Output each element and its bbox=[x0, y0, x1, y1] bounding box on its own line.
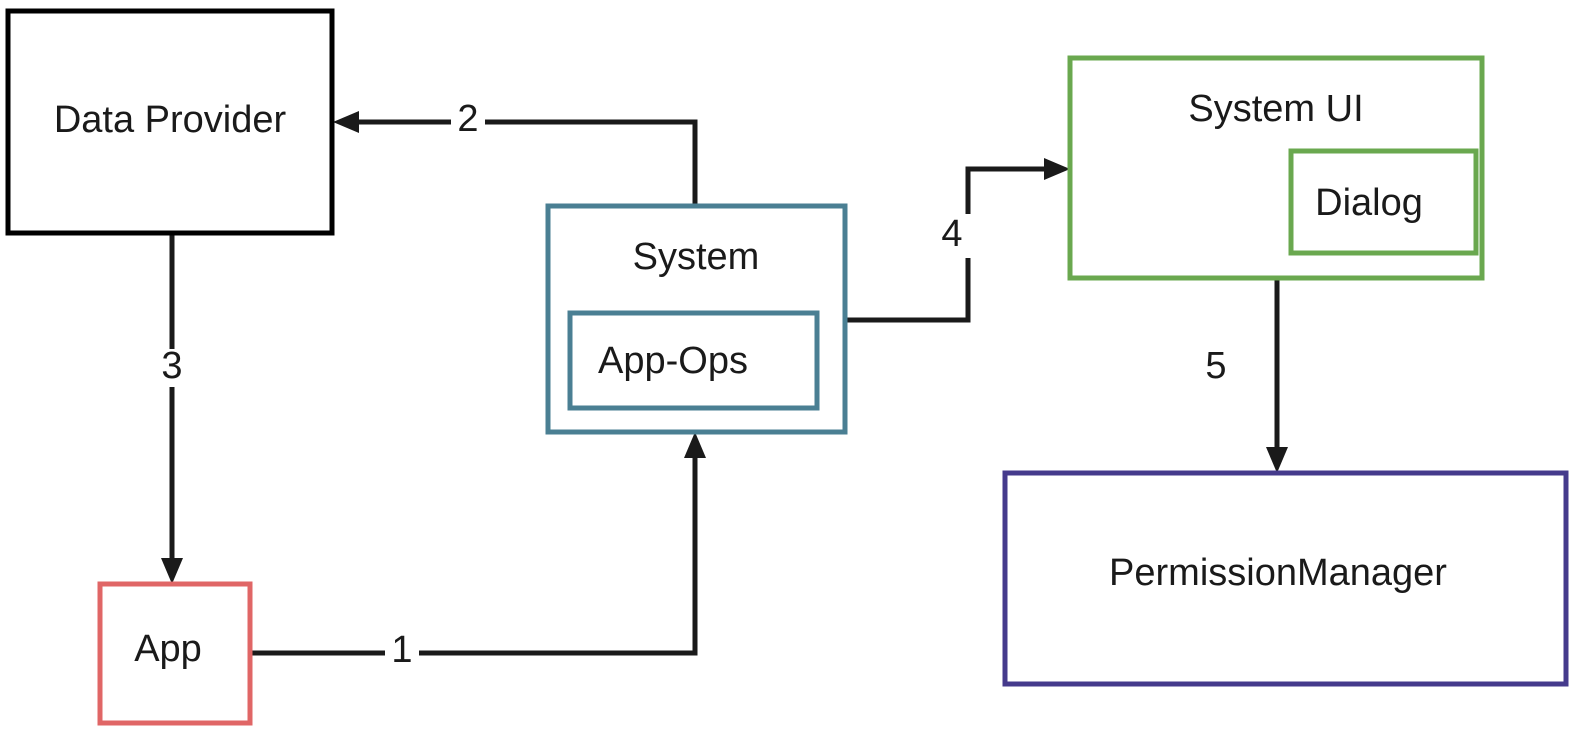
edge-2 bbox=[333, 111, 698, 206]
edge-line-2 bbox=[345, 119, 698, 206]
node-label-app: App bbox=[134, 628, 202, 670]
node-label-system-ui: System UI bbox=[1188, 88, 1363, 130]
edge-label-group-1: 1 bbox=[385, 629, 419, 671]
edge-label-5: 5 bbox=[1205, 345, 1226, 387]
node-permission-manager[interactable]: PermissionManager bbox=[1002, 470, 1569, 687]
node-data-provider[interactable]: Data Provider bbox=[5, 8, 335, 236]
edge-label-group-4: 4 bbox=[932, 213, 972, 258]
node-dialog[interactable]: Dialog bbox=[1288, 148, 1479, 256]
arrowhead-1 bbox=[684, 432, 706, 458]
node-box-dialog[interactable] bbox=[1288, 148, 1479, 256]
edge-1 bbox=[252, 432, 706, 656]
node-label-system: System bbox=[633, 236, 760, 278]
edge-3 bbox=[161, 234, 183, 584]
edge-5 bbox=[1266, 279, 1288, 473]
arrowhead-5 bbox=[1266, 447, 1288, 473]
edge-label-backing-2 bbox=[451, 101, 485, 141]
node-label-app-ops: App-Ops bbox=[598, 340, 748, 382]
node-label-permission-manager: PermissionManager bbox=[1109, 552, 1447, 594]
edge-label-4: 4 bbox=[941, 213, 962, 255]
node-box-app[interactable] bbox=[97, 581, 253, 726]
edge-label-group-5: 5 bbox=[1205, 345, 1226, 387]
node-box-app-ops[interactable] bbox=[567, 310, 820, 411]
node-app-ops[interactable]: App-Ops bbox=[567, 310, 820, 411]
edge-label-backing-1 bbox=[385, 635, 419, 669]
edge-label-3: 3 bbox=[161, 345, 182, 387]
edge-label-1: 1 bbox=[391, 629, 412, 671]
edge-line-1 bbox=[252, 441, 698, 656]
node-app[interactable]: App bbox=[97, 581, 253, 726]
node-box-data-provider[interactable] bbox=[5, 8, 335, 236]
arrowhead-4 bbox=[1044, 158, 1070, 180]
edge-label-2: 2 bbox=[457, 98, 478, 140]
edge-label-backing-3 bbox=[152, 349, 192, 387]
arrowhead-3 bbox=[161, 558, 183, 584]
node-box-permission-manager[interactable] bbox=[1002, 470, 1569, 687]
edge-label-backing-4 bbox=[932, 214, 972, 258]
edge-label-group-2: 2 bbox=[451, 98, 485, 141]
edge-labels-layer: 1 2 3 4 5 bbox=[152, 98, 1227, 671]
edge-label-group-3: 3 bbox=[152, 345, 192, 387]
node-label-dialog: Dialog bbox=[1315, 182, 1423, 224]
node-label-data-provider: Data Provider bbox=[54, 99, 287, 141]
arrowhead-2 bbox=[333, 111, 359, 133]
